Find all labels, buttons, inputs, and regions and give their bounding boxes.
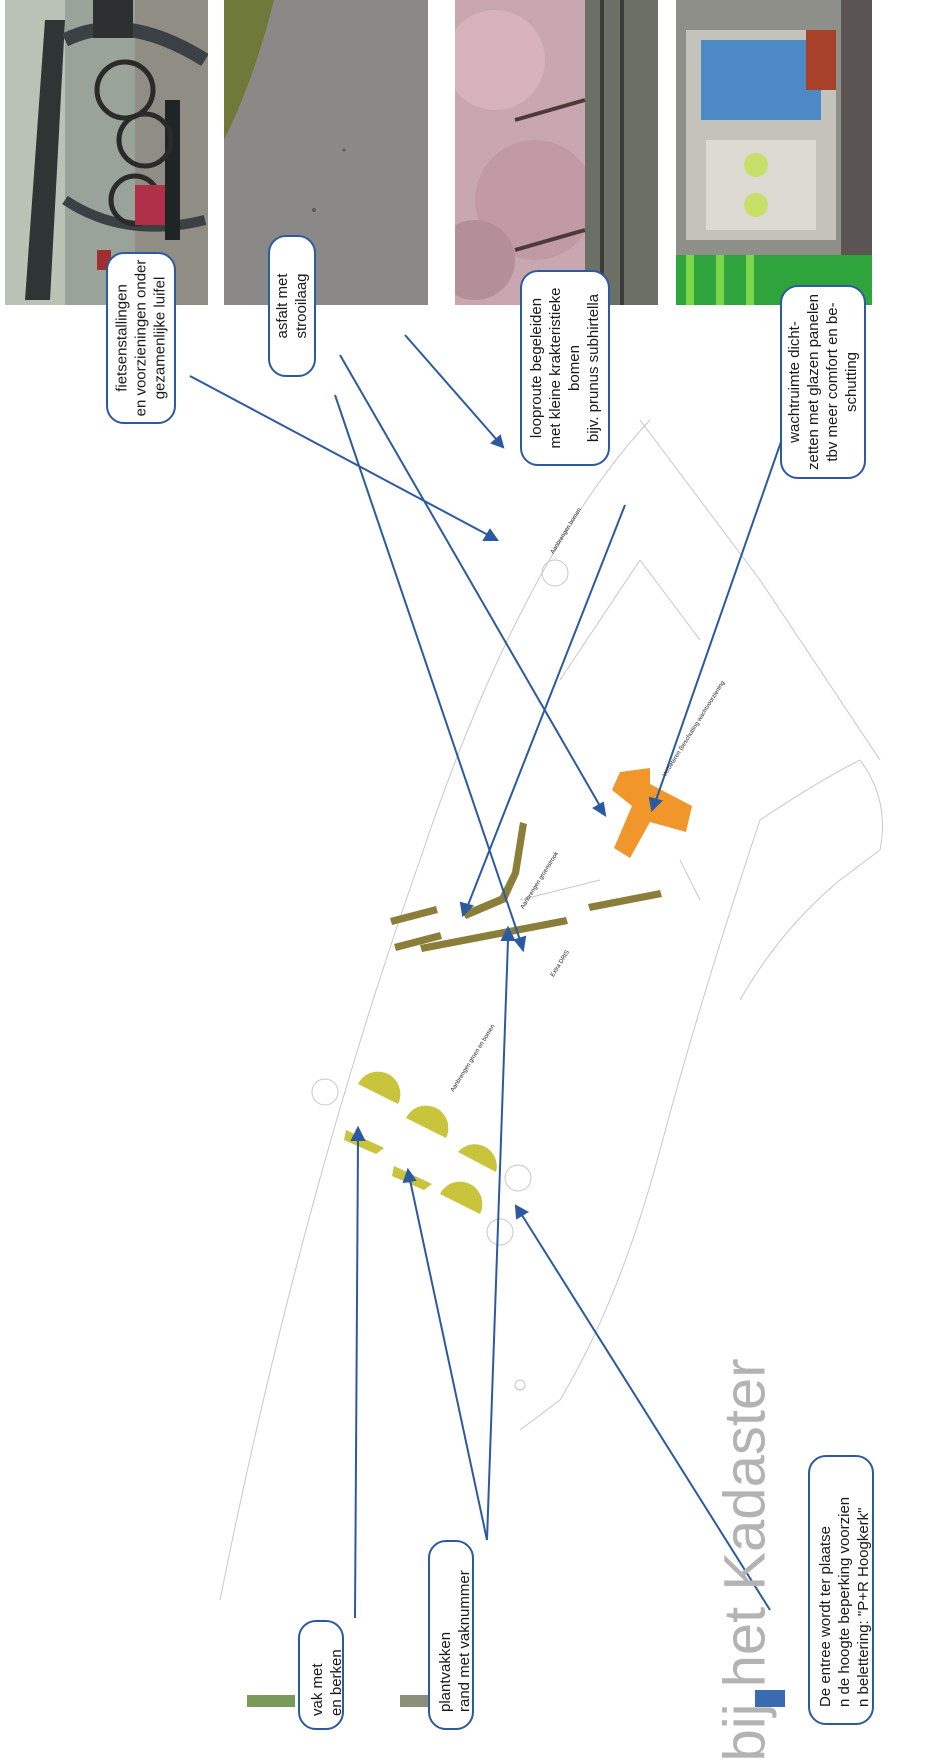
callout-asphalt: asfalt met strooilaag [268,235,316,377]
callout-birches: vak met en berken [298,1620,345,1730]
callout-entrance: De entree wordt ter plaatse n de hoogte … [808,1455,874,1725]
callout-plant-beds: plantvakken rand met vaknummer [428,1540,474,1730]
page-title: bij het Kadaster [712,1358,778,1762]
site-plan [189,329,883,1619]
photo-waiting-room [676,0,872,305]
photo-fragment-plant-beds [400,1695,428,1707]
callout-waiting-room: wachtruimte dicht- zetten met glazen pan… [780,285,866,479]
photo-bicycle-shelter [5,0,208,305]
photo-asphalt [224,0,428,305]
photo-cherry-trees [455,0,658,305]
photo-fragment-entrance [755,1690,785,1707]
callout-walking-route: looproute begeleiden met kleine krakteri… [520,270,610,466]
photo-fragment-birches [247,1695,295,1707]
callout-bicycle-shelter: fietsenstallingen en voorzieningen onder… [106,252,176,424]
